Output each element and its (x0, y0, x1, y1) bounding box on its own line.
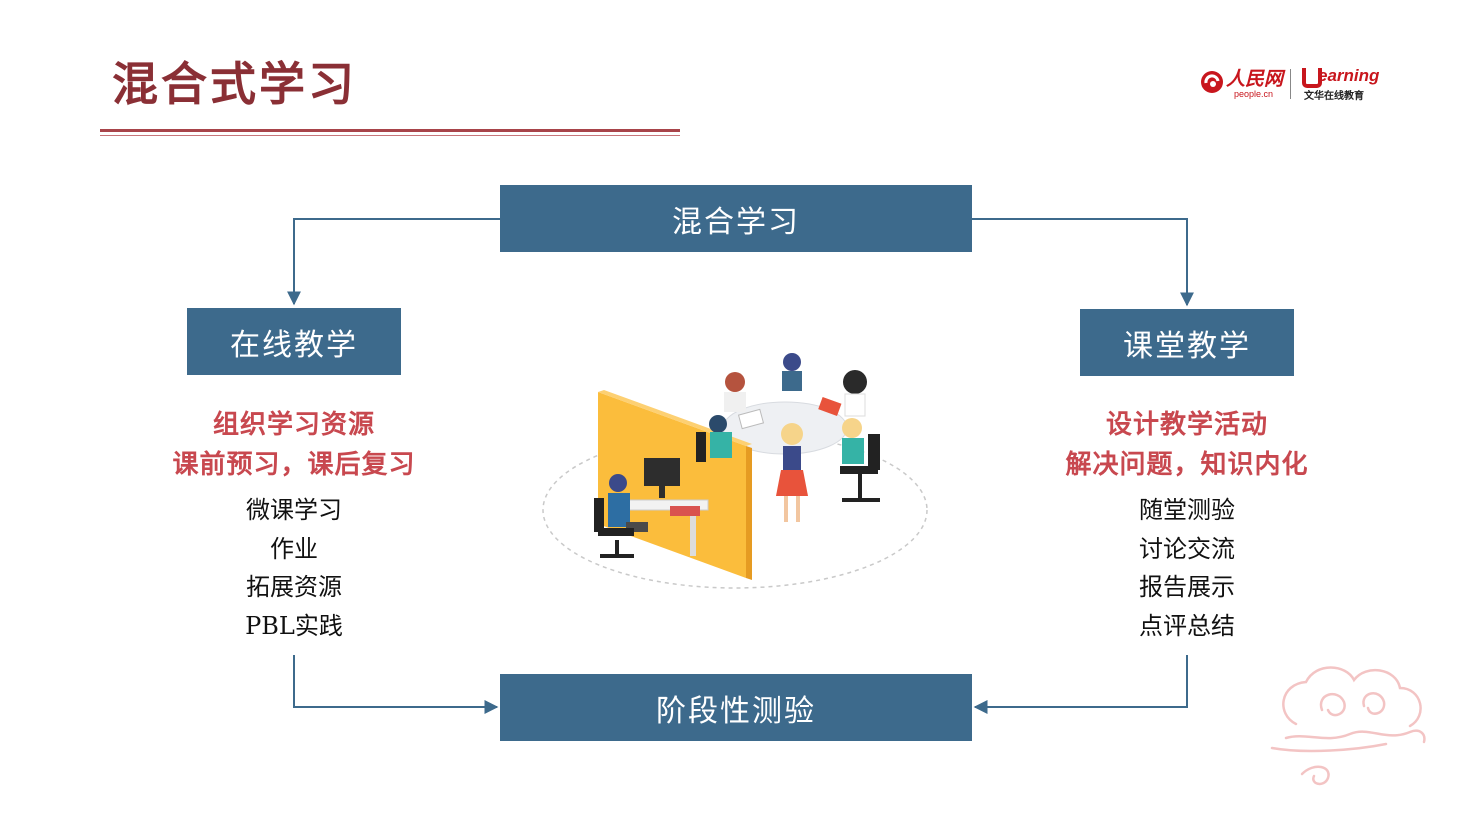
desk-leg (690, 508, 696, 556)
standing-person-top (783, 446, 801, 470)
online-activity-item: PBL实践 (245, 611, 343, 640)
node-stage-test: 阶段性测验 (500, 674, 972, 741)
classroom-activity-item: 报告展示 (1139, 573, 1235, 601)
partition-edge (746, 446, 752, 580)
node-classroom-teaching: 课堂教学 (1080, 309, 1294, 376)
person-3-head (843, 370, 867, 394)
table-paper (737, 408, 765, 430)
person-5-head (842, 418, 862, 438)
online-activity-list: 微课学习 作业 拓展资源 PBL实践 (134, 491, 454, 645)
classroom-teaching-panel: 设计教学活动 解决问题，知识内化 随堂测验 讨论交流 报告展示 点评总结 (1027, 405, 1347, 645)
auspicious-cloud-decoration (1270, 666, 1426, 786)
connector-top-to-right (972, 218, 1194, 307)
person-5-body (842, 438, 864, 464)
elearning-subtitle: 文华在线教育 (1304, 91, 1364, 102)
people-logo-text: 人民网 (1226, 68, 1284, 90)
person-1-head (725, 372, 745, 392)
online-activity-item: 拓展资源 (246, 573, 342, 601)
online-headline-1: 组织学习资源 (212, 410, 375, 440)
header-logos: 人民网 people.cn earning 文华在线教育 (1198, 64, 1384, 104)
logo-divider (1290, 69, 1291, 99)
desk-chair-seat (598, 528, 634, 536)
node-blended-learning: 混合学习 (500, 185, 972, 252)
classroom-headline-1: 设计教学活动 (1105, 410, 1268, 440)
person-2-body (782, 371, 802, 391)
desk-person-head (609, 474, 627, 492)
people-logo-icon (1201, 71, 1223, 93)
standing-person-skirt (776, 470, 808, 496)
connector-top-to-left (287, 218, 500, 306)
desk-person-body (608, 493, 630, 527)
person-4-chair (696, 432, 706, 462)
online-activity-item: 微课学习 (246, 496, 342, 524)
connector-left-to-bottom (293, 655, 499, 714)
desk-chair-back (594, 498, 604, 532)
connector-right-to-bottom (973, 655, 1188, 714)
desk-books (670, 506, 700, 516)
classroom-activity-item: 讨论交流 (1139, 534, 1235, 563)
desk-chair-base (600, 540, 634, 558)
person-4-head (709, 415, 727, 433)
person-4-body (710, 432, 732, 458)
elearning-logo-icon (1302, 68, 1322, 88)
people-logo-domain: people.cn (1234, 89, 1274, 99)
classroom-activity-list: 随堂测验 讨论交流 报告展示 点评总结 (1027, 491, 1347, 645)
node-online-teaching: 在线教学 (187, 308, 401, 375)
person-5-chair-base (842, 474, 880, 502)
person-1-body (724, 392, 746, 412)
person-3-body (844, 393, 866, 417)
classroom-headline-2: 解决问题，知识内化 (1065, 450, 1309, 480)
desk-monitor (644, 458, 680, 486)
slide-title: 混合式学习 (112, 57, 357, 111)
online-headline-2: 课前预习，课后复习 (172, 450, 416, 480)
table-laptop (818, 396, 842, 416)
person-5-chair-seat (840, 466, 878, 474)
team-meeting-illustration (542, 353, 928, 589)
person-5-chair-back (868, 434, 880, 470)
desk-person-legs (626, 522, 648, 532)
title-underline-thin (100, 135, 680, 136)
person-2-head (783, 353, 801, 371)
title-underline (100, 129, 680, 132)
standing-person-legs (784, 496, 800, 522)
standing-person-head (781, 423, 803, 445)
online-teaching-panel: 组织学习资源 课前预习，课后复习 微课学习 作业 拓展资源 PBL实践 (134, 405, 454, 645)
classroom-activity-item: 点评总结 (1139, 611, 1235, 640)
online-activity-item: 作业 (270, 534, 318, 563)
monitor-stand (659, 486, 665, 498)
classroom-activity-item: 随堂测验 (1139, 496, 1235, 524)
elearning-brand: earning (1318, 66, 1380, 85)
